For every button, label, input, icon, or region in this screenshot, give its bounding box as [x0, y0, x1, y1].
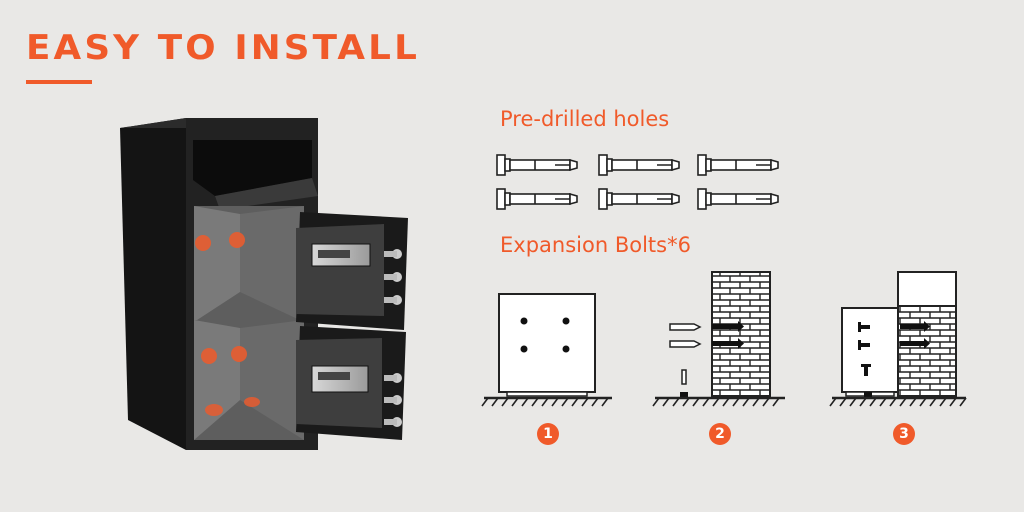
brick-wall-icon — [711, 271, 771, 397]
ground-icon — [481, 396, 612, 407]
safe-outline-icon — [841, 307, 899, 393]
safe-outline-icon — [498, 293, 596, 393]
expansion-bolts-group — [496, 154, 779, 210]
ground-icon — [652, 396, 785, 407]
caption-predrilled-holes: Pre-drilled holes — [500, 107, 670, 131]
safe-image — [120, 118, 408, 450]
step-3-diagram — [829, 271, 967, 407]
step-2-diagram — [652, 271, 785, 407]
step-1-diagram — [481, 293, 612, 407]
expansion-bolt-icon — [697, 188, 779, 210]
step-badge-2: 2 — [709, 423, 731, 445]
headline: EASY TO INSTALL — [26, 28, 420, 68]
caption-expansion-bolts: Expansion Bolts*6 — [500, 233, 691, 257]
headline-underline — [26, 80, 92, 84]
expansion-bolt-icon — [697, 154, 779, 176]
step-badge-1: 1 — [537, 423, 559, 445]
step-badge-3: 3 — [893, 423, 915, 445]
expansion-bolt-icon — [598, 188, 680, 210]
ground-icon — [829, 396, 967, 407]
expansion-bolt-icon — [496, 154, 578, 176]
expansion-bolt-icon — [496, 188, 578, 210]
expansion-bolt-icon — [598, 154, 680, 176]
